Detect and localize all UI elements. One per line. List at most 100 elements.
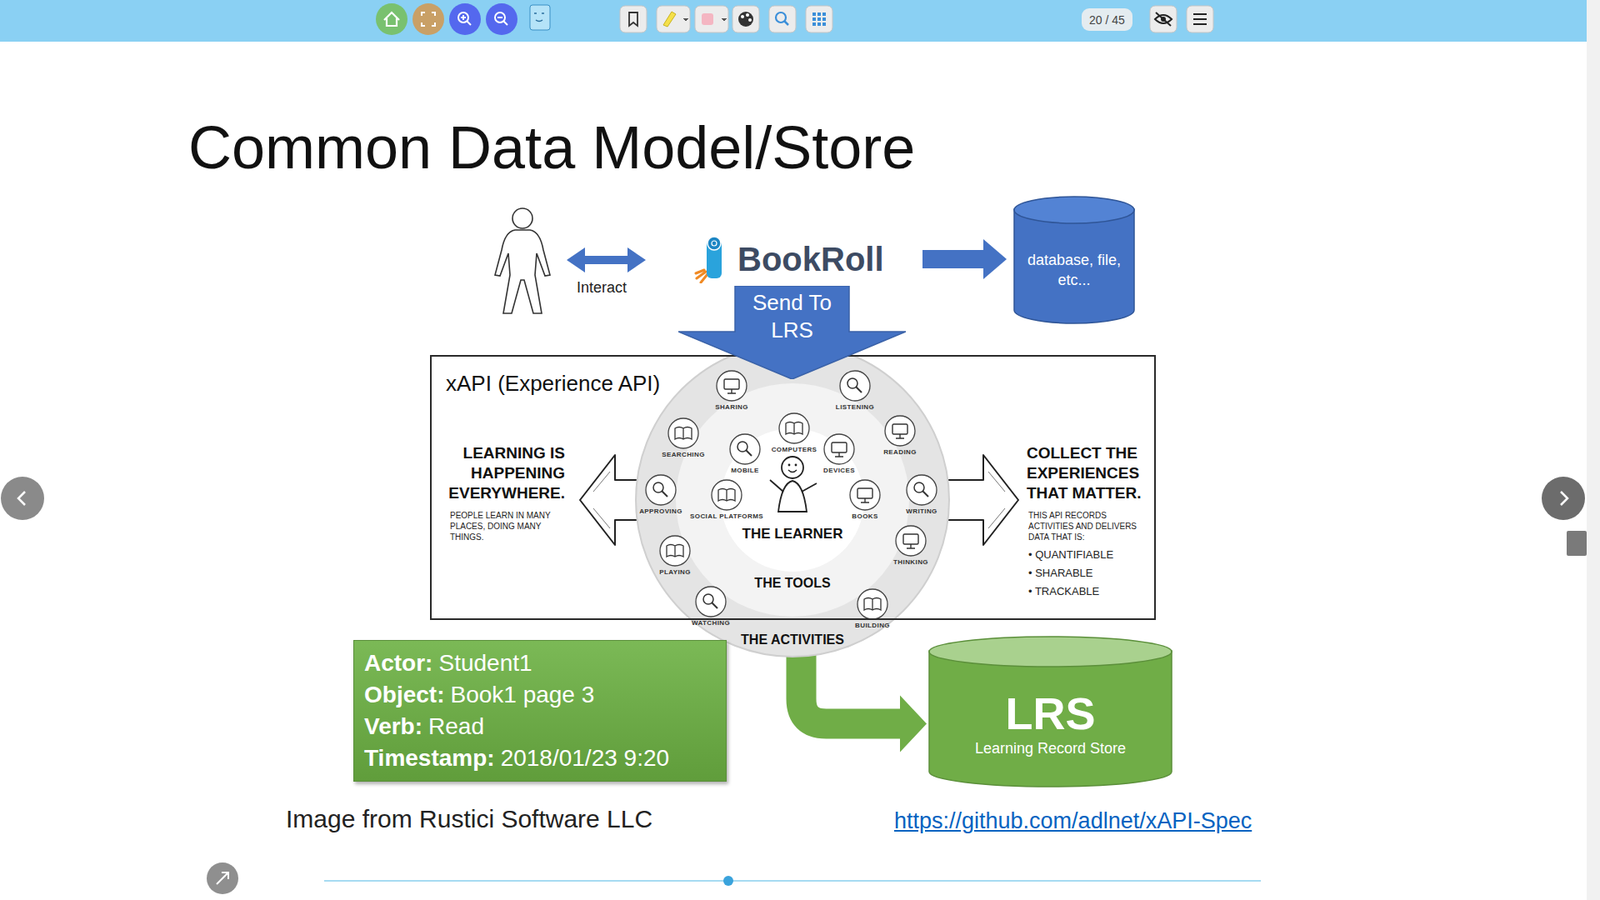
image-credit: Image from Rustici Software LLC: [285, 803, 653, 835]
statement-value: Book1 page 3: [450, 681, 595, 708]
icon-ring: [695, 586, 726, 617]
learner-figure: [770, 456, 817, 512]
cylinder-body: [1014, 209, 1135, 324]
block-arrow-text: Send To LRS: [726, 289, 858, 345]
menu-button-part: [1186, 5, 1214, 33]
lrs-cylinder: LRSLearning Record Store: [928, 635, 1173, 788]
hide-button-part: [1155, 12, 1171, 26]
icon-screen: [892, 424, 908, 435]
app-logo-part: [530, 5, 550, 30]
menu-button: [1186, 5, 1214, 33]
arrow-label: Send To LRS: [726, 289, 858, 345]
zoom-out-button-part: [497, 17, 508, 25]
logo-roll: [707, 236, 721, 250]
activity-icon: [779, 413, 810, 444]
activity-icon: [906, 475, 937, 505]
statement-key: Object:: [364, 681, 445, 708]
fullscreen-button-part: [421, 12, 435, 26]
expand-button-part: [206, 862, 239, 895]
annotation-text: THE TOOLS: [734, 575, 851, 592]
activity-label: SEARCHING: [641, 450, 725, 460]
zoom-in-button-part: [460, 15, 471, 25]
bookmark-button: [620, 5, 647, 33]
cylinder-label: LRS: [1005, 688, 1096, 739]
home-button: [375, 3, 408, 35]
zoom-in-button-part: [449, 3, 481, 35]
palette-button-part: [748, 18, 752, 22]
activities-circle-part: [720, 428, 865, 572]
activity-icon: [895, 525, 926, 556]
palette-button-part: [732, 5, 760, 33]
icon-handle: [711, 602, 718, 609]
cylinder-label: database, file, etc...: [1025, 250, 1124, 290]
cylinder-top: [1014, 196, 1135, 224]
activity-label: APPROVING: [619, 507, 703, 516]
icon-ring: [850, 480, 880, 510]
learner-figure-part: [770, 480, 817, 492]
icon-stand: [727, 389, 736, 394]
icon-screen: [724, 379, 740, 390]
pen-button-part: [701, 13, 714, 25]
bookroll-logo: BookRoll: [694, 232, 890, 286]
annotation-text: PEOPLE LEARN IN MANY PLACES, DOING MANY …: [450, 510, 567, 543]
next-page-button-part: [1560, 491, 1568, 505]
icon-book: [718, 489, 735, 502]
page-counter: 20 / 45: [1081, 8, 1133, 31]
statement-value: 2018/01/23 9:20: [500, 745, 670, 771]
bookmark-button-part: [629, 12, 638, 26]
source-link: https://github.com/adlnet/xAPI-Spec: [894, 807, 1252, 836]
activity-label: LISTENING: [813, 403, 897, 412]
activity-label: BOOKS: [823, 512, 907, 521]
activity-label: COMPUTERS: [752, 445, 836, 455]
icon-screen: [857, 488, 873, 499]
annotation-text: THIS API RECORDS ACTIVITIES AND DELIVERS…: [1028, 510, 1150, 543]
expand-button: [206, 862, 239, 895]
annotation-text: COLLECT THE EXPERIENCES THAT MATTER.: [1026, 443, 1152, 504]
activity-icon: [716, 370, 747, 401]
marker-button-part: [656, 5, 690, 33]
database-cylinder: database, file, etc...: [1013, 195, 1135, 325]
annotation-text: • TRACKABLE: [1028, 585, 1150, 599]
previous-page-button-part: [18, 491, 25, 505]
activity-icon: [857, 589, 888, 620]
cylinder-label: Learning Record Store: [975, 738, 1126, 759]
search-button-part: [784, 20, 789, 25]
arrow-head: [983, 239, 1007, 280]
slide-title: Common Data Model/Store: [188, 111, 915, 184]
logo-spiral: [711, 240, 717, 246]
activity-label: SHARING: [690, 403, 774, 412]
palette-button-part: [745, 13, 750, 17]
palette-button: [732, 5, 760, 33]
activities-circle-part: [635, 343, 950, 657]
hide-button: [1150, 5, 1177, 33]
icon-ring: [885, 415, 915, 446]
statement-key: Verb:: [364, 713, 423, 740]
icon-ring: [645, 475, 676, 505]
toolbar: [0, 0, 1587, 42]
statement-value: Student1: [438, 650, 532, 676]
icon-ring: [895, 525, 926, 556]
person-figure-part: [512, 208, 533, 229]
activity-icon: [824, 434, 855, 465]
annotation-text: LEARNING IS HAPPENING EVERYWHERE.: [440, 443, 565, 504]
slider-knob: [723, 875, 734, 886]
palette-button-part: [738, 11, 754, 27]
page-slider: [324, 880, 1261, 882]
search-button-part: [769, 5, 796, 33]
icon-screen: [903, 534, 919, 545]
activity-icon: [885, 415, 915, 446]
app-logo-part: [534, 13, 545, 22]
icon-ring: [716, 370, 747, 401]
annotation-text: • SHARABLE: [1028, 566, 1150, 580]
icon-ring: [711, 480, 742, 510]
activity-label: WATCHING: [669, 619, 753, 628]
home-button-part: [375, 3, 408, 35]
activity-icon: [730, 434, 760, 465]
frame-heading: xAPI (Experience API): [445, 370, 660, 397]
person-figure-part: [495, 230, 550, 314]
marker-button-part: [683, 18, 689, 21]
bookroll-icon: [694, 235, 733, 284]
learner-figure-part: [788, 470, 797, 473]
side-tab: [1566, 530, 1587, 556]
icon-stand: [860, 498, 870, 503]
